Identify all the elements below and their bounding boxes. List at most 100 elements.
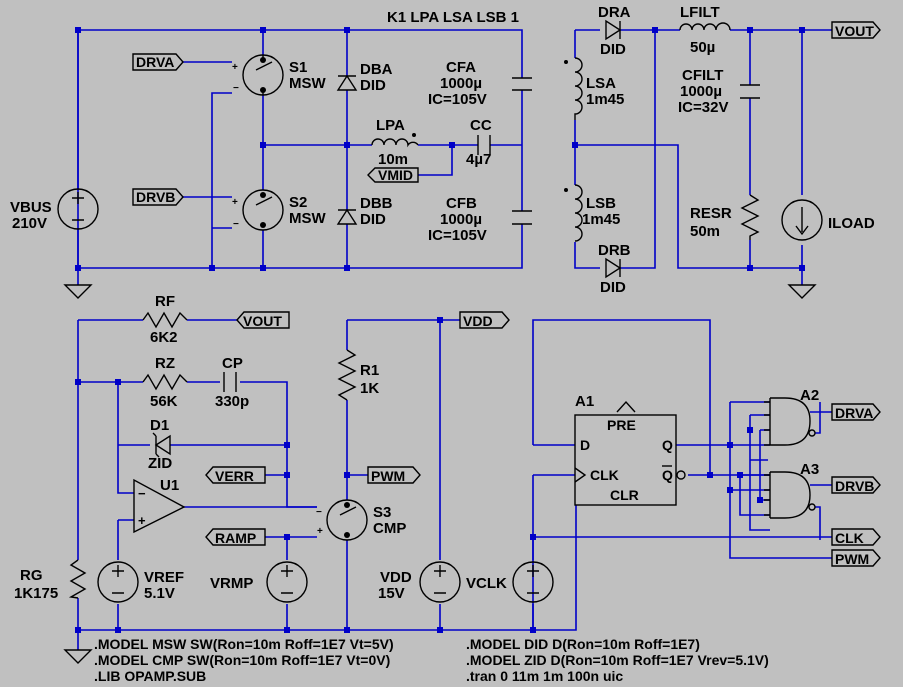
cp-value: 330p xyxy=(215,393,249,410)
cfa-ic: IC=105V xyxy=(428,91,487,108)
wires xyxy=(77,29,832,650)
s1-name: S1 xyxy=(289,59,307,76)
source-vdd[interactable] xyxy=(419,561,461,603)
source-vclk[interactable] xyxy=(512,561,554,603)
a1-pin-pre: PRE xyxy=(607,417,636,433)
rf-name: RF xyxy=(155,293,175,310)
svg-text:−: − xyxy=(138,486,146,501)
net-label-verr[interactable]: VERR xyxy=(205,466,266,484)
svg-text:+: + xyxy=(138,513,146,528)
zener-d1[interactable] xyxy=(152,432,171,458)
resistor-resr[interactable] xyxy=(740,194,760,240)
net-label-pwm-right[interactable]: PWM xyxy=(831,549,881,567)
svg-text:−: − xyxy=(233,83,239,94)
k-directive[interactable]: K1 LPA LSA LSB 1 xyxy=(387,9,519,26)
vbus-source[interactable] xyxy=(57,188,99,230)
drb-name: DRB xyxy=(598,242,631,259)
directive-lib[interactable]: .LIB OPAMP.SUB xyxy=(94,668,206,684)
net-label-vmid[interactable]: VMID xyxy=(367,167,419,183)
vbus-name: VBUS xyxy=(10,199,52,216)
switch-s3[interactable] xyxy=(326,499,368,541)
diode-drb[interactable] xyxy=(605,257,622,279)
cfa-name: CFA xyxy=(446,59,476,76)
net-label-vout-top[interactable]: VOUT xyxy=(831,21,881,39)
diode-dba[interactable] xyxy=(336,74,358,91)
directive-model-zid[interactable]: .MODEL ZID D(Ron=10m Roff=1E7 Vrev=5.1V) xyxy=(466,652,769,668)
inductor-lfilt[interactable] xyxy=(679,22,731,31)
resistor-rg[interactable] xyxy=(68,559,87,599)
net-label-drvb-right[interactable]: DRVB xyxy=(831,476,881,494)
opamp-u1[interactable] xyxy=(133,478,186,534)
inductor-lsa[interactable] xyxy=(564,57,583,120)
ground-icon xyxy=(63,284,93,299)
inductor-lsb[interactable] xyxy=(564,184,583,242)
net-label-pwm-mid[interactable]: PWM xyxy=(367,466,421,484)
svg-text:+: + xyxy=(317,526,323,537)
svg-text:VOUT: VOUT xyxy=(243,313,282,329)
capacitor-cfb[interactable] xyxy=(512,210,532,225)
svg-text:+: + xyxy=(232,197,238,208)
directive-model-did[interactable]: .MODEL DID D(Ron=10m Roff=1E7) xyxy=(466,636,700,652)
cfa-value: 1000µ xyxy=(440,75,482,92)
inductor-lpa[interactable] xyxy=(371,133,419,148)
s1-model: MSW xyxy=(289,75,327,92)
resr-name: RESR xyxy=(690,205,732,222)
net-label-clk[interactable]: CLK xyxy=(831,528,881,546)
svg-text:VDD: VDD xyxy=(463,313,493,329)
cfb-name: CFB xyxy=(446,195,477,212)
net-label-drva-left[interactable]: DRVA xyxy=(132,53,184,71)
net-label-ramp[interactable]: RAMP xyxy=(205,528,266,546)
source-vref[interactable] xyxy=(97,561,139,603)
capacitor-cfilt[interactable] xyxy=(740,84,760,99)
switch-s2[interactable] xyxy=(242,189,284,231)
dra-model: DID xyxy=(600,41,626,58)
vdd-name: VDD xyxy=(380,569,412,586)
rg-value: 1K175 xyxy=(14,585,58,602)
resistor-rz[interactable] xyxy=(142,373,188,391)
capacitor-cp[interactable] xyxy=(223,372,237,392)
svg-text:−: − xyxy=(316,507,322,518)
switch-s1[interactable] xyxy=(242,54,284,96)
gate-a3[interactable] xyxy=(764,471,816,519)
diode-dra[interactable] xyxy=(605,19,622,41)
net-label-vdd[interactable]: VDD xyxy=(459,311,510,329)
net-label-vout-feedback[interactable]: VOUT xyxy=(236,311,290,329)
net-label-drvb-left[interactable]: DRVB xyxy=(132,188,184,206)
resistor-rf[interactable] xyxy=(142,311,188,329)
vbus-value: 210V xyxy=(12,215,47,232)
directive-model-msw[interactable]: .MODEL MSW SW(Ron=10m Roff=1E7 Vt=5V) xyxy=(94,636,394,652)
cfilt-value: 1000µ xyxy=(680,83,722,100)
vmid-text: VMID xyxy=(378,167,413,183)
gate-a2[interactable] xyxy=(764,397,816,446)
a1-name: A1 xyxy=(575,393,594,410)
lsb-name: LSB xyxy=(586,195,616,212)
current-source-iload[interactable] xyxy=(781,199,823,241)
svg-text:−: − xyxy=(233,219,239,230)
a3-name: A3 xyxy=(800,461,819,478)
svg-text:DRVA: DRVA xyxy=(835,405,873,421)
lsa-name: LSA xyxy=(586,75,616,92)
a1-pin-d: D xyxy=(580,437,590,453)
directive-model-cmp[interactable]: .MODEL CMP SW(Ron=10m Roff=1E7 Vt=0V) xyxy=(94,652,390,668)
diode-dbb[interactable] xyxy=(336,208,358,225)
vrmp-name: VRMP xyxy=(210,575,253,592)
capacitor-cc[interactable] xyxy=(477,135,491,155)
svg-text:DRVB: DRVB xyxy=(835,478,874,494)
net-label-drva-right[interactable]: DRVA xyxy=(831,403,881,421)
flipflop-a1[interactable] xyxy=(574,400,686,506)
dbb-name: DBB xyxy=(360,195,393,212)
cfb-ic: IC=105V xyxy=(428,227,487,244)
lpa-value: 10m xyxy=(378,151,408,168)
source-vrmp[interactable] xyxy=(266,561,308,603)
s3-name: S3 xyxy=(373,504,391,521)
svg-text:DRVB: DRVB xyxy=(136,189,175,205)
dba-model: DID xyxy=(360,77,386,94)
resistor-r1[interactable] xyxy=(337,349,357,401)
capacitor-cfa[interactable] xyxy=(512,77,532,91)
rg-name: RG xyxy=(20,567,43,584)
vref-name: VREF xyxy=(144,569,184,586)
rz-name: RZ xyxy=(155,355,175,372)
svg-text:DRVA: DRVA xyxy=(136,54,174,70)
directive-tran[interactable]: .tran 0 11m 1m 100n uic xyxy=(466,668,623,684)
